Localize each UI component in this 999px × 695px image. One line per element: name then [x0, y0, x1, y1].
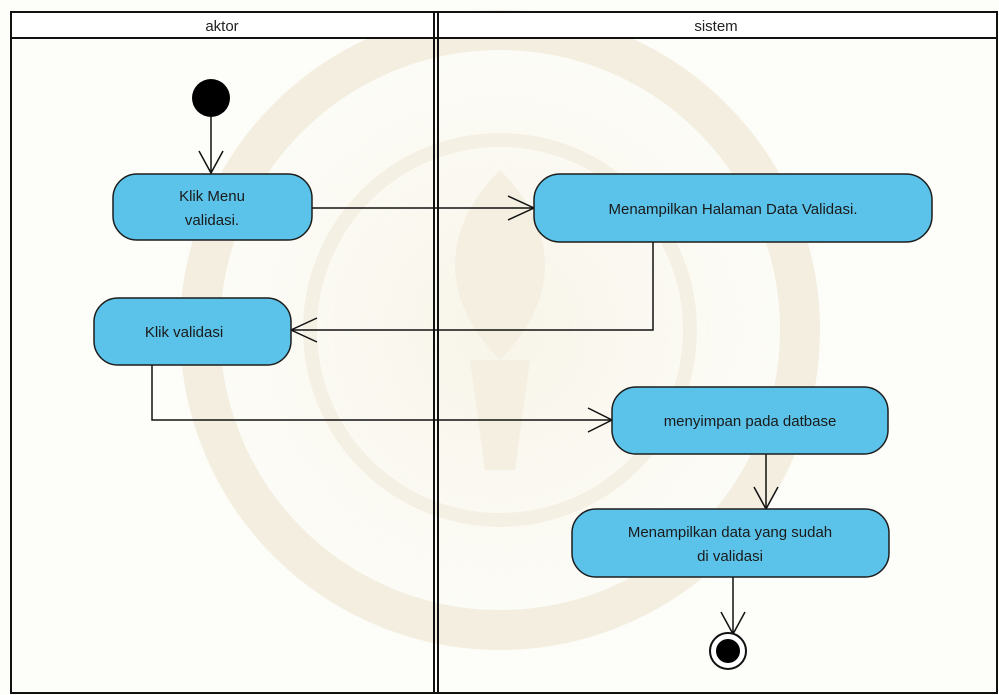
lane-header-sistem: sistem: [694, 18, 737, 35]
flow-klik-validasi-to-simpan: [151, 365, 612, 421]
activity-menampilkan-halaman: Menampilkan Halaman Data Validasi.: [533, 173, 933, 243]
initial-node: [192, 79, 230, 117]
activity-klik-menu-validasi: Klik Menu validasi.: [112, 173, 313, 241]
activity-label-line1: Klik Menu: [179, 188, 245, 205]
activity-label: Menampilkan Halaman Data Validasi.: [608, 201, 857, 218]
flow-halaman-to-klik-validasi: [291, 242, 654, 331]
activity-label: Klik validasi: [145, 324, 223, 341]
swimlane-frame: [10, 11, 998, 694]
activity-label-line2: validasi.: [185, 212, 239, 229]
activity-menampilkan-data: Menampilkan data yang sudah di validasi: [571, 508, 890, 578]
arrow-head: [198, 150, 224, 175]
activity-menyimpan-database: menyimpan pada datbase: [611, 386, 889, 455]
activity-label-line1: Menampilkan data yang sudah: [628, 524, 832, 541]
activity-label: menyimpan pada datbase: [664, 413, 837, 430]
final-node: [709, 632, 747, 670]
activity-label-line2: di validasi: [697, 548, 763, 565]
activity-klik-validasi: Klik validasi: [93, 297, 292, 366]
lane-header-aktor: aktor: [205, 18, 238, 35]
